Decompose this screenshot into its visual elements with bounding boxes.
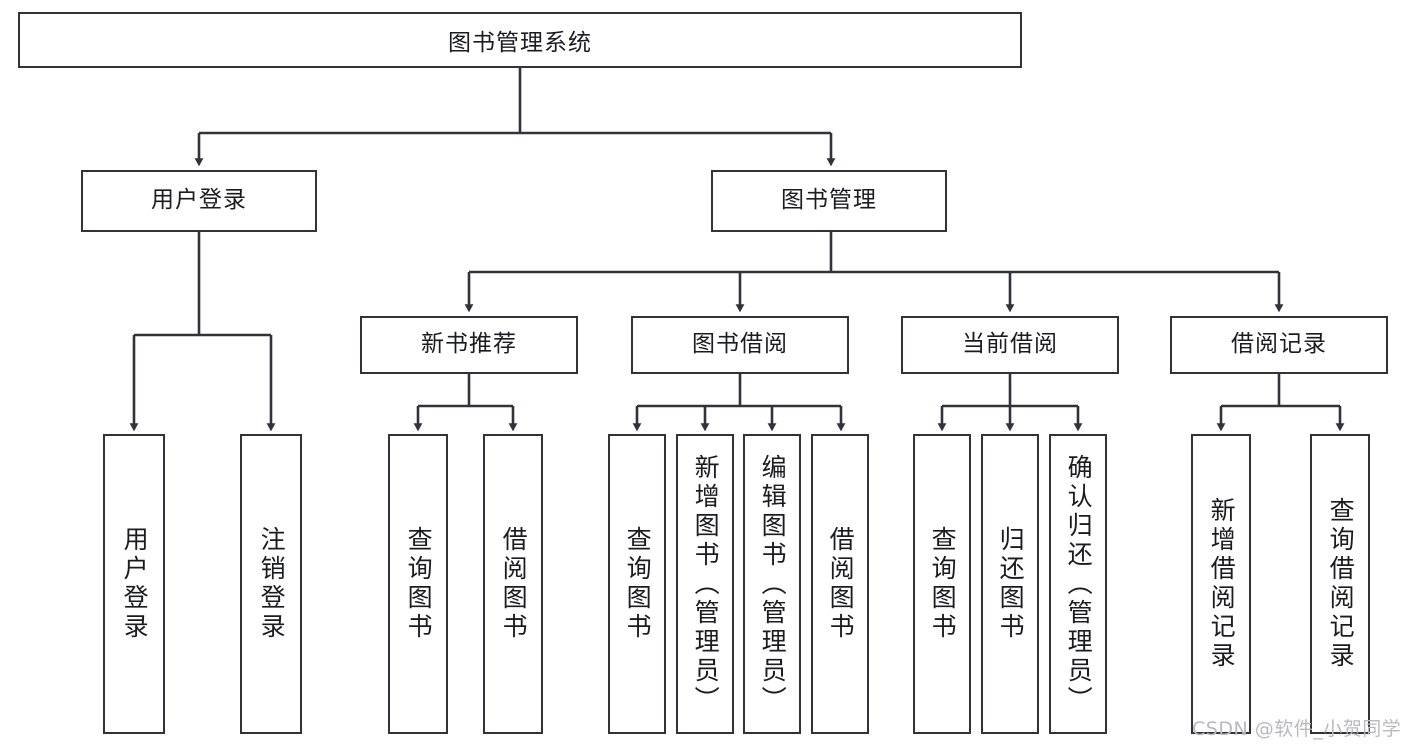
node-leaf-edit-book-admin[interactable]: 编辑图书（管理员） — [743, 434, 801, 734]
node-leaf-user-login[interactable]: 用户登录 — [103, 434, 165, 734]
node-leaf-add-book-admin[interactable]: 新增图书（管理员） — [676, 434, 734, 734]
node-leaf-user-logout-label: 注销登录 — [257, 526, 287, 642]
node-root-label: 图书管理系统 — [448, 30, 592, 56]
node-leaf-add-book-admin-label: 新增图书（管理员） — [691, 453, 721, 715]
node-book-manage-label: 图书管理 — [781, 187, 877, 214]
node-new-book-recommend[interactable]: 新书推荐 — [360, 316, 578, 374]
node-root-book-management-system[interactable]: 图书管理系统 — [18, 12, 1022, 68]
node-leaf-edit-book-admin-label: 编辑图书（管理员） — [758, 453, 788, 715]
node-leaf-return-book[interactable]: 归还图书 — [981, 434, 1039, 734]
node-book-borrow-label: 图书借阅 — [692, 331, 788, 358]
node-leaf-query-book-2-label: 查询图书 — [623, 526, 653, 642]
node-leaf-query-borrow-record[interactable]: 查询借阅记录 — [1310, 434, 1370, 734]
node-leaf-user-logout[interactable]: 注销登录 — [240, 434, 302, 734]
node-book-borrow[interactable]: 图书借阅 — [631, 316, 849, 374]
node-leaf-add-borrow-record[interactable]: 新增借阅记录 — [1191, 434, 1251, 734]
node-leaf-user-login-label: 用户登录 — [120, 526, 150, 642]
node-borrow-record-label: 借阅记录 — [1231, 331, 1327, 358]
node-current-borrow-label: 当前借阅 — [962, 331, 1058, 358]
node-leaf-query-book-1-label: 查询图书 — [404, 526, 434, 642]
node-current-borrow[interactable]: 当前借阅 — [901, 316, 1119, 374]
node-leaf-query-book-1[interactable]: 查询图书 — [388, 434, 448, 734]
node-leaf-query-book-3[interactable]: 查询图书 — [913, 434, 971, 734]
node-user-login[interactable]: 用户登录 — [81, 170, 317, 232]
node-leaf-query-book-3-label: 查询图书 — [928, 526, 958, 642]
node-leaf-confirm-return-admin-label: 确认归还（管理员） — [1064, 453, 1094, 715]
node-leaf-borrow-book-1[interactable]: 借阅图书 — [483, 434, 543, 734]
node-leaf-query-book-2[interactable]: 查询图书 — [608, 434, 666, 734]
node-leaf-borrow-book-2-label: 借阅图书 — [826, 526, 856, 642]
node-leaf-query-borrow-record-label: 查询借阅记录 — [1326, 497, 1356, 671]
node-leaf-borrow-book-2[interactable]: 借阅图书 — [811, 434, 869, 734]
node-leaf-return-book-label: 归还图书 — [996, 526, 1026, 642]
csdn-watermark-text: CSDN @软件_小贺同学 — [1192, 718, 1402, 740]
node-user-login-label: 用户登录 — [151, 187, 247, 214]
node-book-manage[interactable]: 图书管理 — [711, 170, 947, 232]
node-leaf-add-borrow-record-label: 新增借阅记录 — [1207, 497, 1237, 671]
node-leaf-confirm-return-admin[interactable]: 确认归还（管理员） — [1049, 434, 1107, 734]
node-new-book-recommend-label: 新书推荐 — [421, 331, 517, 358]
csdn-watermark: CSDN @软件_小贺同学 — [1192, 714, 1401, 741]
node-borrow-record[interactable]: 借阅记录 — [1170, 316, 1388, 374]
node-leaf-borrow-book-1-label: 借阅图书 — [499, 526, 529, 642]
